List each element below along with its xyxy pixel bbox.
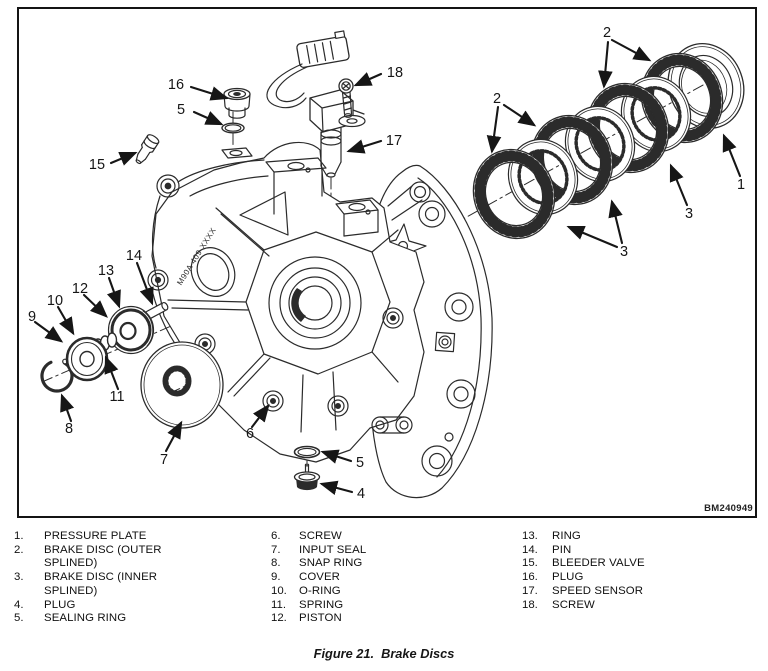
callout-4: 4 [356,486,366,502]
part-item: 6. SCREW [271,530,471,544]
part-number: 8. [271,557,281,570]
callout-5: 5 [355,455,365,471]
part-name: COVER [299,571,341,584]
callout-11: 11 [109,389,125,405]
part-item: 16. PLUG [522,571,742,585]
part-name: O-RING [299,584,341,597]
part-name: SEALING RING [44,612,127,625]
sealing-ring-bottom [293,445,321,459]
part-item: 15. BLEEDER VALVE [522,557,742,571]
callout-2: 2 [492,91,502,107]
part-item: 13. RING [522,530,742,544]
callout-6: 6 [245,426,255,442]
callout-10: 10 [46,293,64,309]
callout-18: 18 [386,65,404,81]
part-item: 2. BRAKE DISC (OUTER SPLINED) [14,544,194,571]
part-item: 11. SPRING [271,599,471,613]
part-name: SPRING [299,598,344,611]
part-name: PRESSURE PLATE [44,530,147,542]
callout-13: 13 [97,263,115,279]
part-name: SPEED SENSOR [552,584,644,597]
part-number: 7. [271,543,281,556]
part-item: 18. SCREW [522,599,742,613]
piston-and-ring [107,305,155,355]
callout-9: 9 [27,309,37,325]
part-number: 4. [14,598,24,611]
part-number: 6. [271,530,281,542]
part-name: PISTON [299,612,342,625]
part-name: RING [552,530,581,542]
callout-2: 2 [602,25,612,41]
callout-17: 17 [385,133,403,149]
callout-7: 7 [159,452,169,468]
image-code-label: BM240949 [704,503,753,514]
screw-18 [338,78,354,118]
parts-list: 1. PRESSURE PLATE 2. BRAKE DISC (OUTER SPLI… [0,530,768,635]
inner-splined-disc [507,138,579,216]
speed-sensor [266,30,366,178]
callout-1: 1 [736,177,746,193]
part-name: BRAKE DISC (OUTER SPLINED) [44,543,162,570]
part-number: 5. [14,612,24,625]
part-name: SNAP RING [299,557,363,570]
part-number: 17. [522,584,538,597]
brake-discs-exploded-diagram: M90A 409 XXXX [33,30,745,499]
part-number: 9. [271,571,281,584]
part-item: 3. BRAKE DISC (INNER SPLINED) [14,571,194,598]
part-number: 11. [271,598,286,611]
callout-16: 16 [167,77,185,93]
part-item: 5. SEALING RING [14,612,194,626]
part-item: 10. O-RING [271,585,471,599]
part-name: SCREW [299,530,342,542]
callout-14: 14 [125,248,143,264]
part-number: 10. [271,584,287,597]
part-number: 2. [14,543,24,556]
logo-plate [434,331,456,353]
part-item: 1. PRESSURE PLATE [14,530,194,544]
part-number: 18. [522,598,538,611]
callout-3: 3 [684,206,694,222]
part-number: 14. [522,543,538,556]
part-name: BRAKE DISC (INNER SPLINED) [44,571,158,597]
part-number: 12. [271,612,287,625]
part-number: 1. [14,530,24,542]
part-name: PLUG [44,598,76,611]
part-item: 14. PIN [522,544,742,558]
brake-disc-stack [472,43,745,240]
part-name: PLUG [552,571,584,584]
figure-caption: Figure 21. Brake Discs [0,646,768,661]
plug-16 [223,87,251,119]
part-number: 16. [522,571,538,584]
callout-8: 8 [64,421,74,437]
callout-3: 3 [619,244,629,260]
part-item: 12. PISTON [271,612,471,626]
figure-caption-number: Figure 21. [313,646,375,661]
part-item: 9. COVER [271,571,471,585]
plug-4 [293,463,321,491]
part-item: 7. INPUT SEAL [271,544,471,558]
part-name: PIN [552,543,572,556]
part-item: 17. SPEED SENSOR [522,585,742,599]
bleeder-valve [135,134,160,165]
parts-list-column-1: 1. PRESSURE PLATE 2. BRAKE DISC (OUTER SPLI… [14,530,194,626]
sealing-ring-top [221,122,245,134]
callout-arrows [33,38,742,495]
part-item: 8. SNAP RING [271,557,471,571]
part-item: 4. PLUG [14,599,194,613]
figure-caption-title: Brake Discs [381,646,455,661]
input-seal [140,341,224,429]
part-name: BLEEDER VALVE [552,557,645,570]
part-number: 3. [14,571,24,584]
part-number: 13. [522,530,538,542]
callout-15: 15 [88,157,106,173]
callout-12: 12 [71,281,89,297]
callout-5: 5 [176,102,186,118]
part-name: SCREW [552,598,595,611]
part-name: INPUT SEAL [299,543,367,556]
parts-list-column-3: 13. RING 14. PIN 15. BLEEDER VALVE 16. PLUG 17. S… [522,530,742,612]
part-number: 15. [522,557,538,570]
